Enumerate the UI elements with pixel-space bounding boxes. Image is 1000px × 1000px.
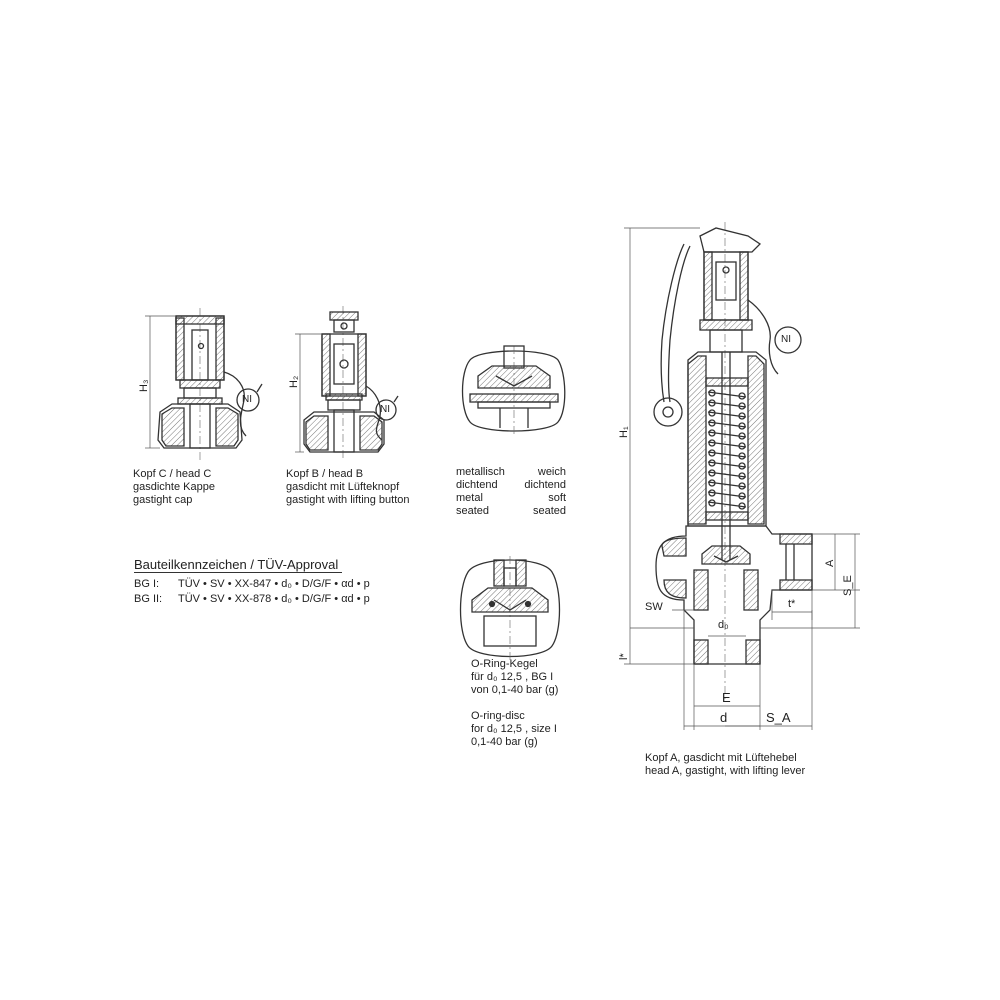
head-a-t-label: t* <box>788 598 796 610</box>
head-a-caption-line-1: Kopf A, gasdicht mit Lüftehebel <box>645 752 797 764</box>
seat-detail-drawing <box>461 345 566 434</box>
head-b-drawing <box>295 306 399 460</box>
approval-row-2: BG II: TÜV • SV • XX-878 • d₀ • D/G/F • α… <box>134 593 370 605</box>
seat-detail-caption: metallisch weich dichtend dichtend metal so… <box>456 466 566 518</box>
spring-coil-section <box>708 479 716 487</box>
head-a-d-label: d <box>720 710 728 725</box>
spring-coil <box>707 501 747 508</box>
spring-coil-section <box>738 472 746 480</box>
head-a-h1-label: H₁ <box>618 426 630 438</box>
spring-coil-section <box>708 409 716 417</box>
head-a-e-label: E <box>722 690 731 705</box>
seat-caption-row-2-left: dichtend <box>456 479 498 491</box>
spring-coil-section <box>708 499 716 507</box>
oring-caption-en: O-ring-disc for d₀ 12,5 , size I 0,1-40 … <box>471 710 557 749</box>
head-b-caption-line-1: Kopf B / head B <box>286 468 364 480</box>
oring-en-line-1: O-ring-disc <box>471 710 525 722</box>
head-a-sw-label: SW <box>645 601 663 613</box>
oring-de-line-1: O-Ring-Kegel <box>471 658 538 670</box>
head-b-caption-line-2: gasdicht mit Lüfteknopf <box>286 481 400 493</box>
spring-coil-section <box>708 419 716 427</box>
approval-row-2-group: BG II: <box>134 593 163 605</box>
spring-coil-section <box>738 462 746 470</box>
spring-coil-section <box>708 389 716 397</box>
head-a-drawing <box>624 222 860 730</box>
head-c-caption: Kopf C / head C gasdichte Kappe gastight… <box>133 468 215 507</box>
spring-coil-section <box>708 429 716 437</box>
head-a-d0-label: d₀ <box>718 619 729 631</box>
spring-coil <box>707 401 747 408</box>
head-b-caption: Kopf B / head B gasdicht mit Lüfteknopf … <box>286 468 410 507</box>
seat-caption-row-3: metal soft <box>456 492 566 505</box>
spring-coil-section <box>738 482 746 490</box>
head-c-caption-line-3: gastight cap <box>133 494 193 506</box>
spring-coils <box>707 389 747 510</box>
head-b-caption-line-3: gastight with lifting button <box>286 494 410 506</box>
spring-coil <box>707 471 747 478</box>
spring-coil <box>707 431 747 438</box>
spring-coil-section <box>738 402 746 410</box>
spring-coil-section <box>708 469 716 477</box>
seat-caption-row-3-left: metal <box>456 492 483 504</box>
spring-coil-section <box>708 399 716 407</box>
head-c-h3-label: H₃ <box>138 379 150 392</box>
spring-coil <box>707 491 747 498</box>
oring-en-line-3: 0,1-40 bar (g) <box>471 736 538 748</box>
spring-coil <box>707 441 747 448</box>
spring-coil-section <box>708 489 716 497</box>
spring-coil <box>707 451 747 458</box>
seat-caption-row-4-left: seated <box>456 505 490 517</box>
seat-caption-row-2: dichtend dichtend <box>456 479 566 492</box>
spring-coil-section <box>738 452 746 460</box>
head-b-nl-label: NI <box>380 404 390 415</box>
seat-caption-row-2-right: dichtend <box>524 479 566 491</box>
head-a-nl-label: NI <box>781 334 791 345</box>
head-a-caption-line-2: head A, gastight, with lifting lever <box>645 765 806 777</box>
seat-caption-row-4-right: seated <box>532 505 566 517</box>
head-c-nl-label: NI <box>242 394 252 405</box>
spring-coil-section <box>738 422 746 430</box>
approval-row-1: BG I: TÜV • SV • XX-847 • d₀ • D/G/F • αd… <box>134 578 370 590</box>
oring-de-line-2: für d₀ 12,5 , BG I <box>471 671 554 683</box>
spring-coil <box>707 391 747 398</box>
head-a-sa-label: S_A <box>766 710 791 725</box>
approval-row-1-group: BG I: <box>134 578 160 590</box>
head-c-drawing <box>145 308 263 460</box>
spring-coil <box>707 461 747 468</box>
spring-coil-section <box>738 442 746 450</box>
approval-row-1-code: TÜV • SV • XX-847 • d₀ • D/G/F • αd • p <box>178 578 370 590</box>
head-b-h2-label: H₂ <box>288 375 300 388</box>
spring-coil <box>707 481 747 488</box>
spring-coil-section <box>738 392 746 400</box>
head-a-l-label: l* <box>618 653 630 660</box>
spring-coil <box>707 421 747 428</box>
approval-row-2-code: TÜV • SV • XX-878 • d₀ • D/G/F • αd • p <box>178 593 370 605</box>
head-c-caption-line-1: Kopf C / head C <box>133 468 212 480</box>
seat-caption-row-1-left: metallisch <box>456 466 505 478</box>
seat-caption-row-1: metallisch weich <box>456 466 566 479</box>
spring-coil <box>707 411 747 418</box>
seat-caption-row-1-right: weich <box>537 466 566 478</box>
seat-caption-row-4: seated seated <box>456 505 566 518</box>
spring-coil-section <box>708 439 716 447</box>
spring-coil-section <box>738 492 746 500</box>
head-a-a-label: A <box>824 559 836 567</box>
oring-en-line-2: for d₀ 12,5 , size I <box>471 723 557 735</box>
head-c-caption-line-2: gasdichte Kappe <box>133 481 215 493</box>
oring-caption-de: O-Ring-Kegel für d₀ 12,5 , BG I von 0,1-… <box>471 658 558 697</box>
seat-caption-row-3-right: soft <box>548 492 566 504</box>
oring-de-line-3: von 0,1-40 bar (g) <box>471 684 559 696</box>
spring-coil-section <box>738 502 746 510</box>
spring-coil-section <box>708 449 716 457</box>
approval-title: Bauteilkennzeichen / TÜV-Approval <box>134 557 343 573</box>
oring-detail-drawing <box>459 556 561 660</box>
head-a-caption: Kopf A, gasdicht mit Lüftehebel head A, … <box>645 752 805 778</box>
spring-coil-section <box>708 459 716 467</box>
spring-coil-section <box>738 412 746 420</box>
head-a-se-label: S_E <box>842 575 854 596</box>
spring-coil-section <box>738 432 746 440</box>
